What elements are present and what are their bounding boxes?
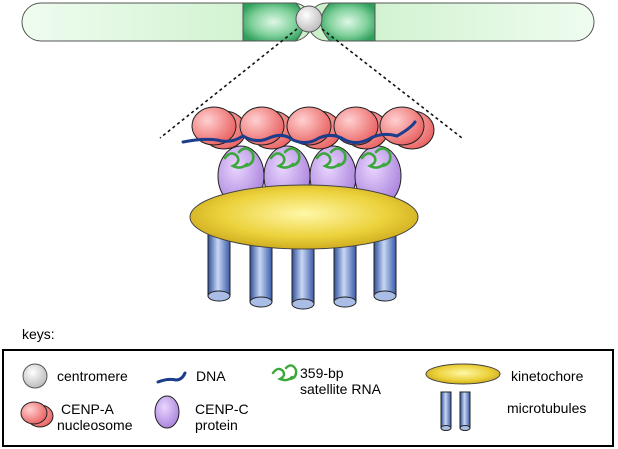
cenp-a-nucleosome	[191, 106, 247, 150]
chromosome-right-band	[320, 2, 376, 42]
satellite-rnas	[223, 147, 392, 169]
legend-rna-swatch	[271, 364, 298, 382]
legend-dna-swatch	[156, 371, 187, 384]
legend-dna-label: DNA	[196, 368, 226, 384]
legend-microtubules-label: microtubules	[507, 400, 586, 416]
chromosome-left-band	[242, 2, 305, 42]
cenp-a-nucleosomes	[191, 106, 435, 150]
legend-cenpa-label-line2: nucleosome	[57, 417, 133, 433]
microtubule	[207, 225, 231, 302]
legend-cenpc-label-line1: CENP-C	[195, 401, 249, 417]
microtubule	[373, 225, 397, 302]
legend-box	[2, 349, 614, 447]
legend-nucleosome-swatch	[20, 401, 48, 425]
satellite-rna	[269, 147, 301, 169]
cenp-a-nucleosome	[286, 106, 342, 150]
legend-rna-label-line2: satellite RNA	[300, 381, 382, 397]
centromere	[295, 5, 323, 33]
cenp-a-nucleosome	[333, 106, 389, 150]
microtubule	[333, 231, 357, 308]
legend-centromere-swatch	[22, 363, 48, 389]
satellite-rna	[223, 147, 255, 169]
kinetochore	[189, 184, 419, 250]
legend-cenpc-label-line2: protein	[195, 417, 238, 433]
dna-strand	[181, 120, 417, 145]
cenp-a-nucleosome	[239, 106, 295, 150]
satellite-rna	[315, 147, 347, 169]
legend-rna-label-line1: 359-bp	[300, 365, 344, 381]
legend-kinetochore-swatch	[425, 363, 501, 385]
chromosome	[21, 2, 595, 42]
keys-title: keys:	[22, 326, 55, 342]
microtubules	[207, 225, 397, 310]
satellite-rna	[360, 147, 392, 169]
zoom-line-left	[159, 28, 298, 139]
cenp-a-nucleosome	[379, 106, 435, 150]
legend-kinetochore-label: kinetochore	[511, 368, 584, 384]
legend-centromere-label: centromere	[57, 368, 128, 384]
legend-cenpc-swatch	[154, 395, 180, 429]
legend-cenpa-label-line1: CENP-A	[61, 401, 115, 417]
microtubule	[291, 233, 315, 310]
legend-microtubules-swatch	[440, 391, 471, 431]
